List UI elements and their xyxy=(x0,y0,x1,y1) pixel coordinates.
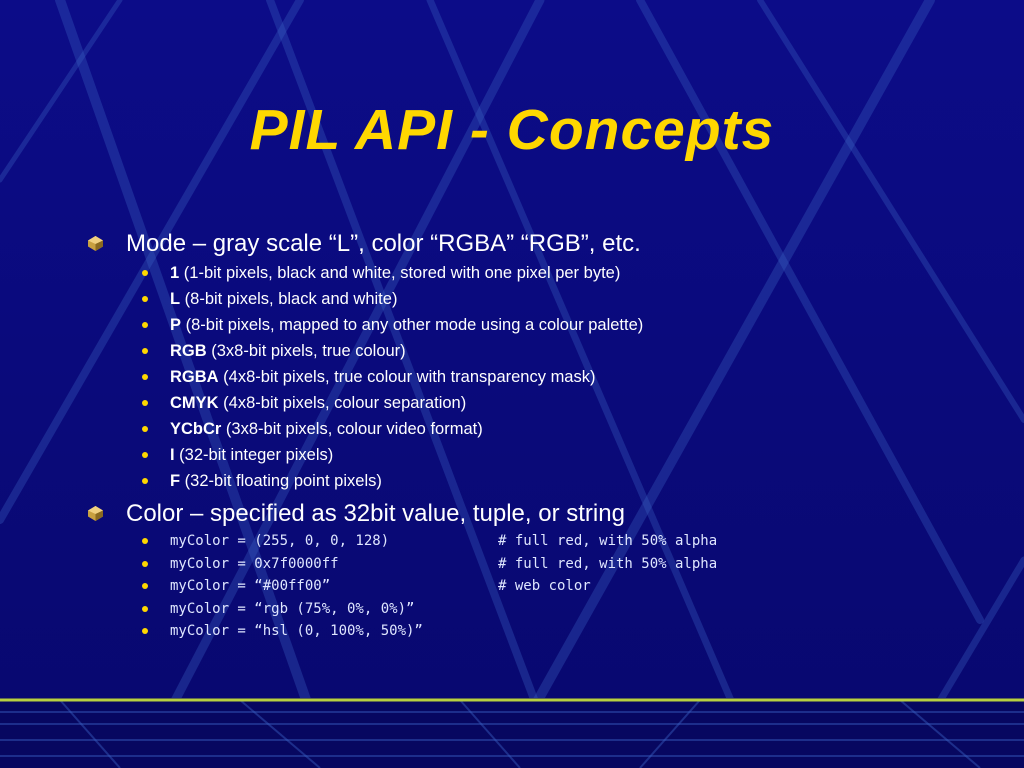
list-item: I (32-bit integer pixels) xyxy=(88,442,988,468)
code-text: myColor = (255, 0, 0, 128) xyxy=(170,533,390,549)
bullet-dot-icon xyxy=(142,296,148,302)
bullet-dot-icon xyxy=(142,605,148,612)
code-line: myColor = “hsl (0, 100%, 50%)” xyxy=(88,620,988,643)
code-comment: # full red, with 50% alpha xyxy=(498,555,718,572)
mode-term: CMYK xyxy=(170,394,219,412)
mode-term: L xyxy=(170,290,181,308)
list-item: RGBA (4x8-bit pixels, true colour with t… xyxy=(88,364,988,390)
mode-term: RGBA xyxy=(170,368,219,386)
mode-heading: Mode – gray scale “L”, color “RGBA” “RGB… xyxy=(126,230,641,257)
bullet-gem-icon xyxy=(88,506,103,521)
bullet-dot-icon xyxy=(142,270,148,276)
mode-desc: (8-bit pixels, black and white) xyxy=(180,290,398,308)
mode-term: I xyxy=(170,446,175,464)
bullet-dot-icon xyxy=(142,452,148,458)
mode-desc: (32-bit floating point pixels) xyxy=(180,472,382,490)
bullet-mode: Mode – gray scale “L”, color “RGBA” “RGB… xyxy=(88,228,988,260)
bullet-dot-icon xyxy=(142,628,148,635)
bullet-dot-icon xyxy=(142,348,148,354)
list-item: L (8-bit pixels, black and white) xyxy=(88,286,988,312)
bullet-dot-icon xyxy=(142,560,148,567)
mode-desc: (1-bit pixels, black and white, stored w… xyxy=(179,264,621,282)
bullet-dot-icon xyxy=(142,322,148,328)
bullet-gem-icon xyxy=(88,236,103,251)
bullet-color: Color – specified as 32bit value, tuple,… xyxy=(88,498,988,530)
mode-term: P xyxy=(170,316,182,334)
mode-desc: (3x8-bit pixels, colour video format) xyxy=(221,420,483,438)
code-line: myColor = (255, 0, 0, 128) # full red, wi… xyxy=(88,530,988,553)
code-comment: # web color xyxy=(498,578,591,595)
list-item: 1 (1-bit pixels, black and white, stored… xyxy=(88,260,988,286)
color-heading: Color – specified as 32bit value, tuple,… xyxy=(126,500,625,527)
code-line: myColor = 0x7f0000ff # full red, with 50%… xyxy=(88,553,988,576)
bullet-dot-icon xyxy=(142,400,148,406)
bullet-dot-icon xyxy=(142,374,148,380)
list-item: CMYK (4x8-bit pixels, colour separation) xyxy=(88,390,988,416)
list-item: RGB (3x8-bit pixels, true colour) xyxy=(88,338,988,364)
mode-term: F xyxy=(170,472,181,490)
slide-content: Mode – gray scale “L”, color “RGBA” “RGB… xyxy=(88,228,988,643)
code-text: myColor = 0x7f0000ff xyxy=(170,555,339,572)
list-item: P (8-bit pixels, mapped to any other mod… xyxy=(88,312,988,338)
list-item: YCbCr (3x8-bit pixels, colour video form… xyxy=(88,416,988,442)
mode-list: 1 (1-bit pixels, black and white, stored… xyxy=(88,260,988,494)
bullet-dot-icon xyxy=(142,426,148,432)
mode-desc: (8-bit pixels, mapped to any other mode … xyxy=(181,316,644,334)
mode-desc: (32-bit integer pixels) xyxy=(174,446,334,464)
code-text: myColor = “rgb (75%, 0%, 0%)” xyxy=(170,600,415,617)
bullet-dot-icon xyxy=(142,538,148,544)
color-list: myColor = (255, 0, 0, 128) # full red, wi… xyxy=(88,530,988,643)
list-item: F (32-bit floating point pixels) xyxy=(88,468,988,494)
bullet-dot-icon xyxy=(142,583,148,590)
code-text: myColor = “#00ff00” xyxy=(170,578,331,595)
code-text: myColor = “hsl (0, 100%, 50%)” xyxy=(170,623,423,640)
bullet-dot-icon xyxy=(142,478,148,484)
code-line: myColor = “#00ff00” # web color xyxy=(88,575,988,598)
mode-desc: (4x8-bit pixels, colour separation) xyxy=(218,394,467,412)
mode-term: YCbCr xyxy=(170,420,222,438)
code-line: myColor = “rgb (75%, 0%, 0%)” xyxy=(88,598,988,621)
mode-desc: (4x8-bit pixels, true colour with transp… xyxy=(218,368,596,386)
slide-title: PIL API - Concepts xyxy=(249,98,775,162)
mode-term: RGB xyxy=(170,342,207,360)
mode-desc: (3x8-bit pixels, true colour) xyxy=(206,342,406,360)
code-comment: # full red, with 50% alpha xyxy=(498,533,718,549)
mode-term: 1 xyxy=(170,264,180,282)
